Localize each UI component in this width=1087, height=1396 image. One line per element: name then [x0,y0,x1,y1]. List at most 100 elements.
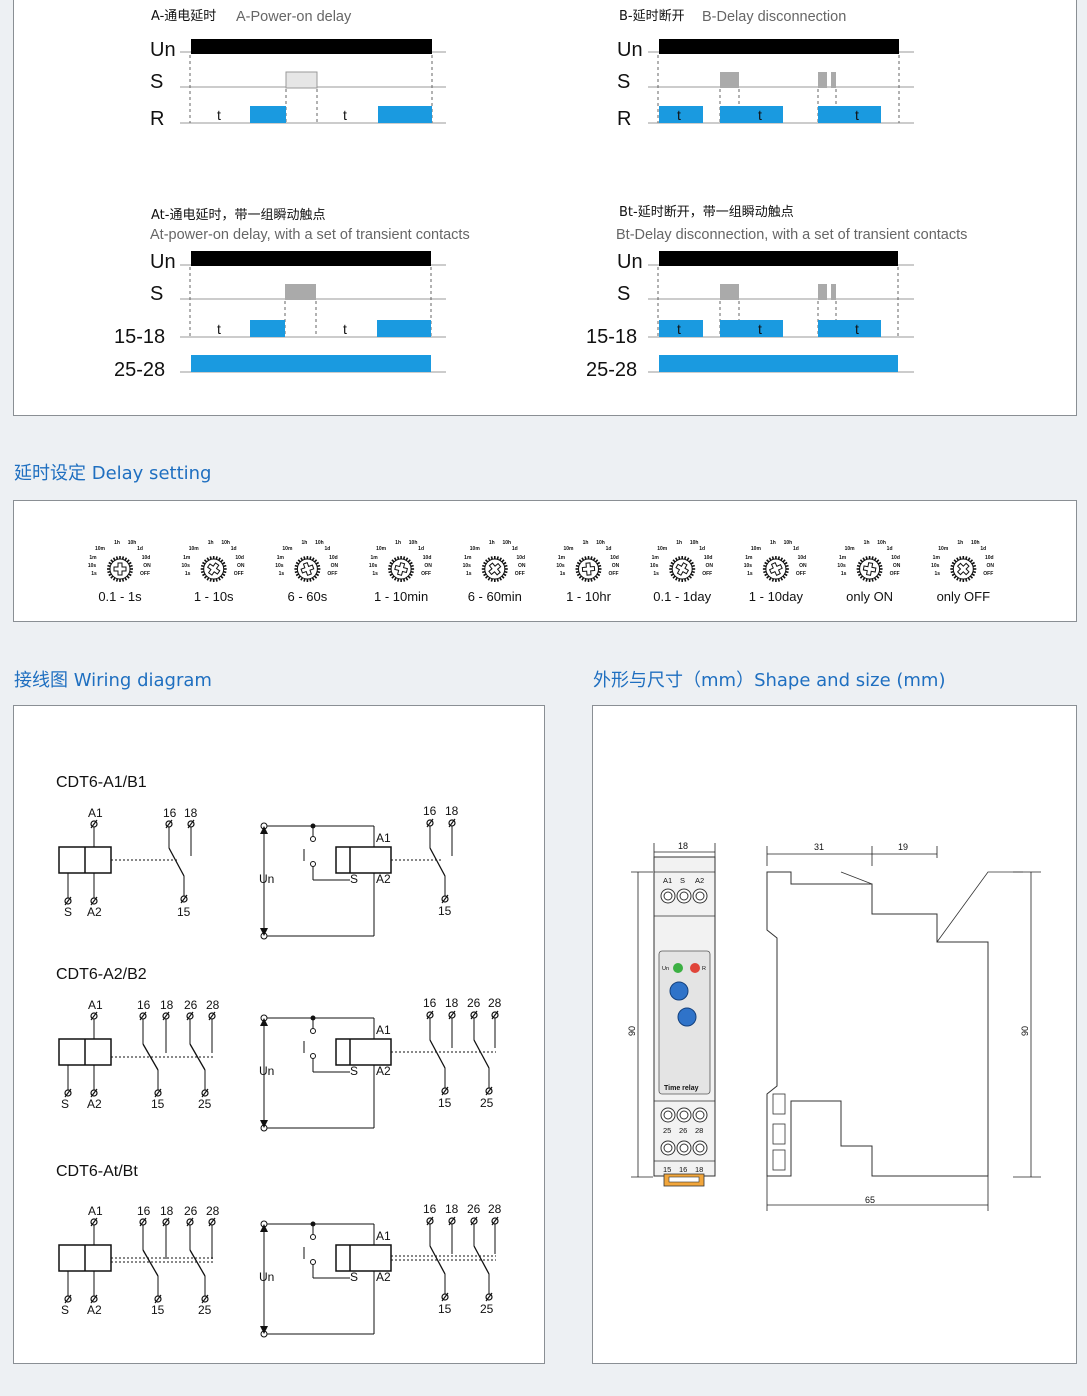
dial-mark: 1m [464,555,472,561]
r-pulse [659,106,703,123]
dial-mark: 10h [877,540,886,546]
t-label: t [343,321,347,337]
label-s: S [617,71,630,93]
dial-knob-icon [109,558,131,580]
dial-mark: 1d [324,546,330,552]
dial-mark: 1h [957,540,963,546]
term-15: 15 [438,1302,452,1316]
dial-mark: 1d [606,546,612,552]
term-26: 26 [467,996,481,1010]
dial-knob-icon [203,558,225,580]
timing-at-title-en: At-power-on delay, with a set of transie… [150,227,470,243]
s-pulse [285,284,316,300]
dial-mark: 10h [409,540,418,546]
term-18: 18 [445,804,459,818]
term-25: 25 [480,1302,494,1316]
dial-mark: 1s [279,571,285,577]
dial-mark: ON [237,563,245,569]
timing-at-title-cn: At-通电延时，带一组瞬动触点 [151,208,325,223]
timing-a: A-通电延时 A-Power-on delay Un S R t t [150,9,446,130]
dial-mark: OFF [515,571,525,577]
s-pulse [818,284,827,300]
dim-65: 65 [865,1195,875,1205]
dial-caption: 1 - 10day [748,589,803,604]
t-label: t [217,107,221,123]
term-15: 15 [438,1096,452,1110]
label-un: Un [617,251,643,273]
dial-mark: ON [799,563,807,569]
term-label: 28 [695,1126,703,1135]
term-15: 15 [151,1303,165,1317]
term-15: 15 [438,904,452,918]
relay-side-profile [766,871,989,1177]
dial-mark: 1m [370,555,378,561]
dial-knob-icon [859,558,881,580]
s-pulse [818,72,827,88]
label-25-28: 25-28 [586,359,637,381]
c1518-pulse [720,320,783,337]
t-label: t [677,107,681,123]
term-label: 18 [695,1165,703,1174]
led-un-label: Un [662,966,669,972]
label-s: S [617,283,630,305]
t-label: t [217,321,221,337]
dial-mark: 10h [128,540,137,546]
dial-mark: ON [893,563,901,569]
label-un: Un [150,251,176,273]
t-label: t [758,321,762,337]
term-16: 16 [163,806,177,820]
dial-mark: 1d [887,546,893,552]
time-relay-label: Time relay [664,1085,699,1092]
dial-mark: 10d [891,555,900,561]
dial-mark: 1d [418,546,424,552]
label-15-18: 15-18 [114,326,165,348]
term-s: S [350,872,358,886]
dial-caption: 1 - 10min [373,589,429,604]
dial-mark: 1s [747,571,753,577]
term-s: S [350,1270,358,1284]
s-pulse [720,72,739,88]
dial-mark: 1h [395,540,401,546]
term-a1: A1 [376,831,391,845]
term-15: 15 [177,905,191,919]
dial-caption: 0.1 - 1day [653,589,712,604]
dial-mark: 10m [657,546,668,552]
dial-knob-icon [671,558,693,580]
dial-mark: OFF [140,571,150,577]
s-pulse [720,284,739,300]
r-pulse [720,106,783,123]
t-label: t [855,321,859,337]
dial-mark: 1d [980,546,986,552]
dial-mark: 1d [137,546,143,552]
dial-mark: 10h [596,540,605,546]
dial-mark: ON [705,563,713,569]
term-a1: A1 [376,1229,391,1243]
timing-bt-title-en: Bt-Delay disconnection, with a set of tr… [616,227,967,243]
dial-mark: 1m [277,555,285,561]
c1518-pulse [250,320,285,337]
term-18: 18 [160,998,174,1012]
dial-mark: 10h [784,540,793,546]
shape-title: 外形与尺寸（mm）Shape and size (mm) [593,670,946,691]
delay-setting-title: 延时设定 Delay setting [14,463,212,484]
dial-mark: OFF [796,571,806,577]
shape-svg: 18 90 A1 S A2 Un R Time relay 25 26 28 1… [627,841,1041,1211]
dial-mark: 1s [185,571,191,577]
model-title: CDT6-A2/B2 [56,966,147,983]
term-16: 16 [423,996,437,1010]
term-label: A2 [695,876,704,885]
term-26: 26 [184,998,198,1012]
dial-mark: 10d [610,555,619,561]
dial-mark: 1h [770,540,776,546]
r-pulse [818,106,881,123]
dial-mark: 1m [183,555,191,561]
c1518-pulse [377,320,431,337]
r-pulse [378,106,432,123]
dial-mark: 1s [372,571,378,577]
label-un: Un [259,872,274,886]
